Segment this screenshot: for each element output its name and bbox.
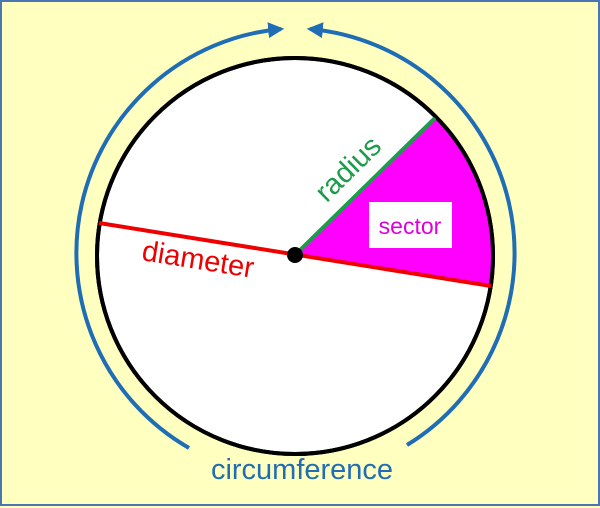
- sector-label: sector: [379, 213, 442, 239]
- circumference-label: circumference: [211, 454, 393, 486]
- radius-line: [293, 116, 437, 257]
- circumference-arrow-right: [306, 22, 517, 447]
- circumference-arrow-left: [74, 22, 285, 450]
- sector-label-box: [369, 202, 452, 248]
- circle-outline: [95, 56, 495, 456]
- center-point: [287, 247, 303, 263]
